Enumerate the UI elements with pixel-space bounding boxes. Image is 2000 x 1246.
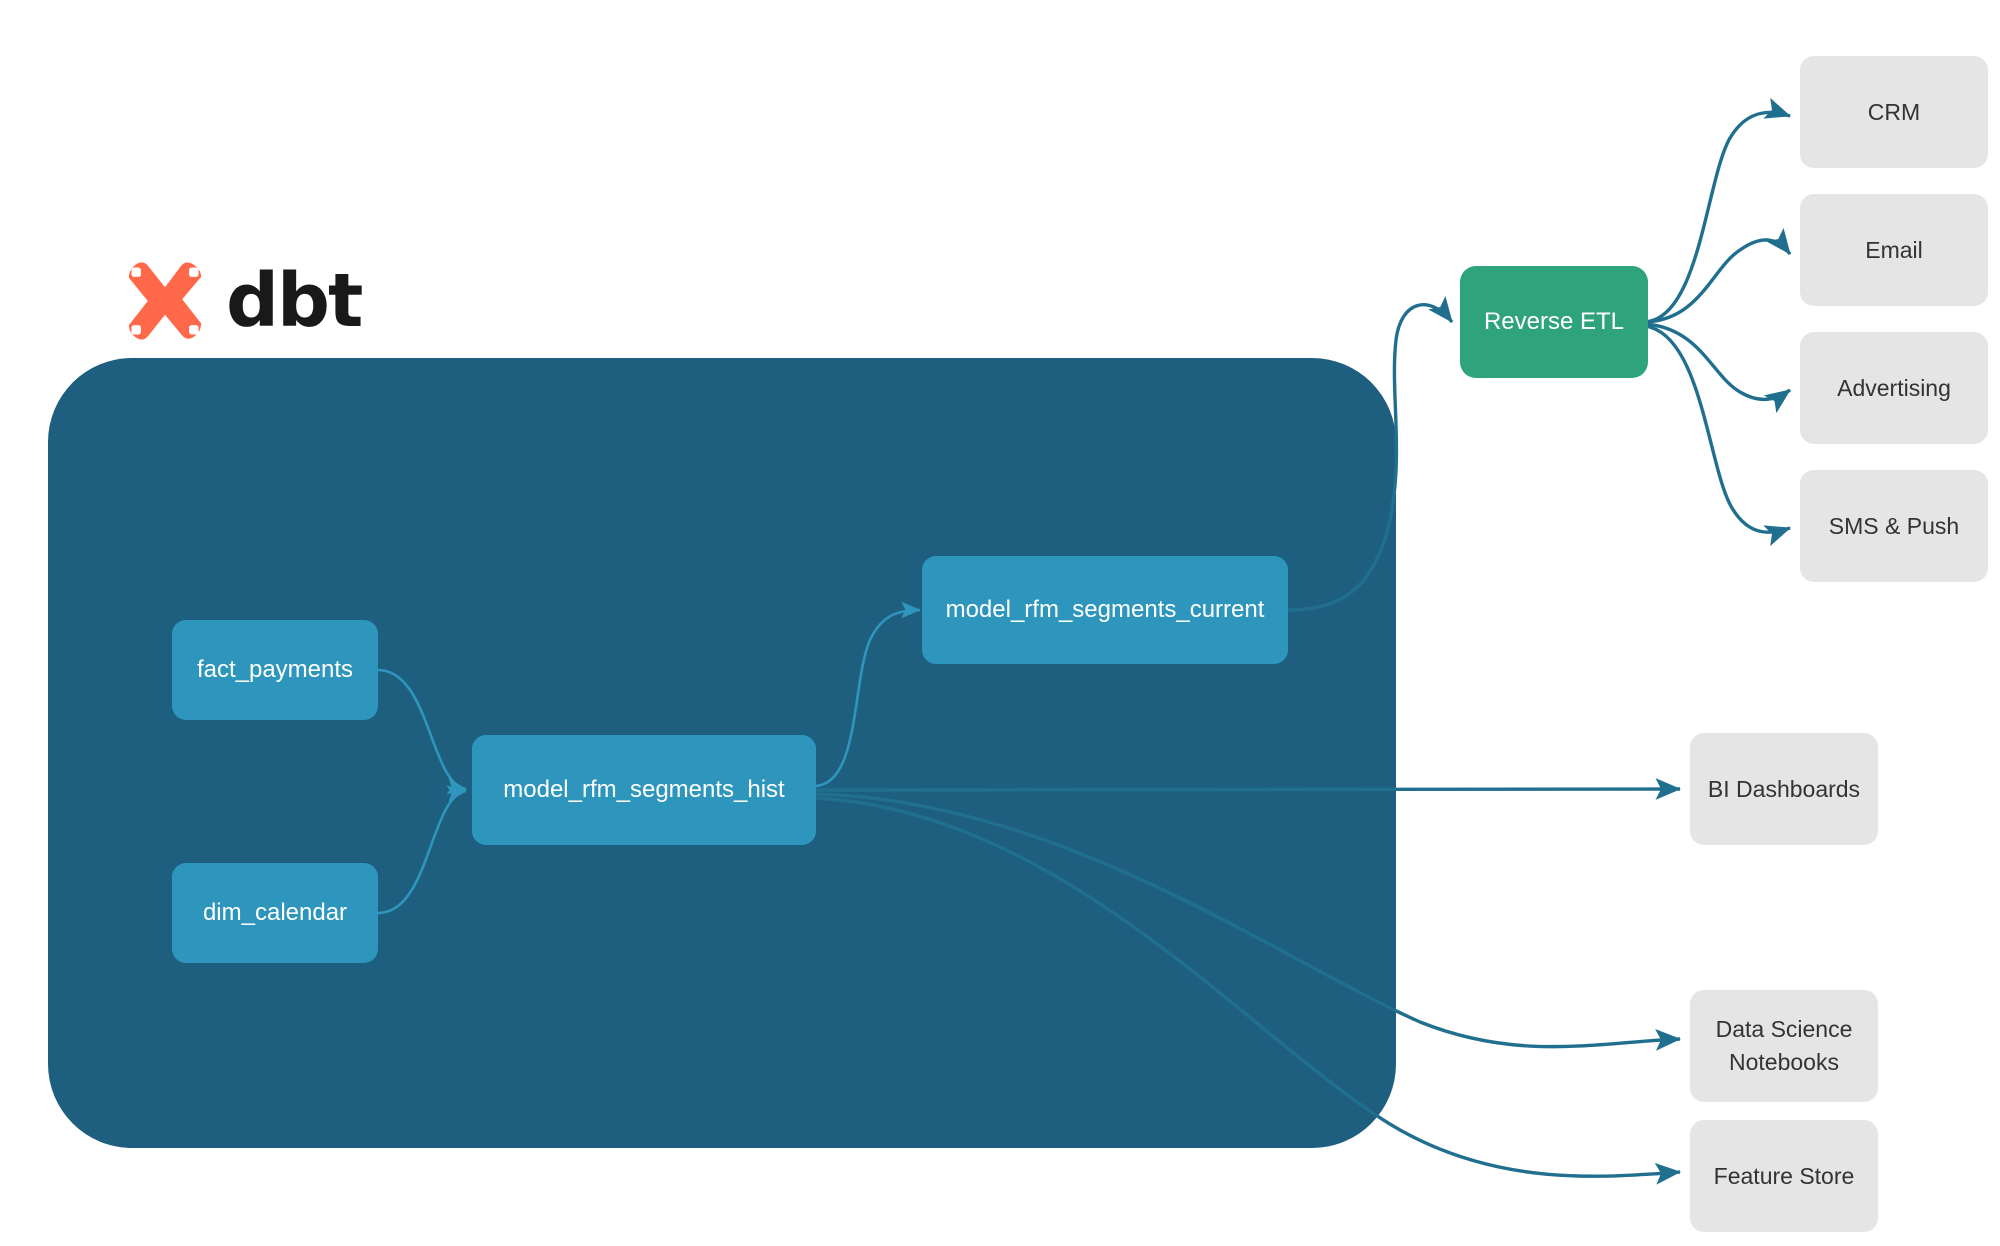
node-model-rfm-segments-hist[interactable]: model_rfm_segments_hist	[472, 735, 816, 845]
node-sms-push[interactable]: SMS & Push	[1800, 470, 1988, 582]
node-email[interactable]: Email	[1800, 194, 1988, 306]
edge-reverse-etl-to-advertising	[1644, 322, 1791, 414]
node-label: CRM	[1867, 98, 1921, 125]
node-dim-calendar[interactable]: dim_calendar	[172, 863, 378, 963]
node-label: model_rfm_segments_hist	[503, 776, 785, 803]
dbt-hat-logo-icon	[128, 262, 202, 340]
node-label: Advertising	[1837, 374, 1951, 401]
node-feature-store[interactable]: Feature Store	[1690, 1120, 1878, 1232]
node-label: BI Dashboards	[1707, 775, 1861, 802]
node-label: model_rfm_segments_current	[945, 596, 1265, 623]
edge-reverse-etl-to-sms-push	[1644, 324, 1791, 547]
node-label-line-1: Data Science	[1715, 1016, 1853, 1043]
node-label: Email	[1865, 236, 1923, 263]
node-advertising[interactable]: Advertising	[1800, 332, 1988, 444]
node-model-rfm-segments-current[interactable]: model_rfm_segments_current	[922, 556, 1288, 664]
node-label: dim_calendar	[202, 899, 348, 926]
node-label: Reverse ETL	[1483, 308, 1625, 335]
node-bi-dashboards[interactable]: BI Dashboards	[1690, 733, 1878, 845]
dbt-wordmark: dbt	[226, 258, 363, 344]
edge-reverse-etl-to-crm	[1644, 97, 1791, 324]
node-label: Feature Store	[1713, 1162, 1855, 1189]
node-label-line-2: Notebooks	[1729, 1049, 1839, 1075]
node-data-science-notebooks[interactable]: Data Science Notebooks	[1690, 990, 1878, 1102]
dbt-brand-logo: dbt	[122, 258, 363, 344]
node-reverse-etl[interactable]: Reverse ETL	[1460, 266, 1648, 378]
node-fact-payments[interactable]: fact_payments	[172, 620, 378, 720]
edge-reverse-etl-to-email	[1644, 228, 1792, 324]
node-label: fact_payments	[196, 656, 354, 683]
node-crm[interactable]: CRM	[1800, 56, 1988, 168]
node-label: SMS & Push	[1828, 512, 1960, 539]
